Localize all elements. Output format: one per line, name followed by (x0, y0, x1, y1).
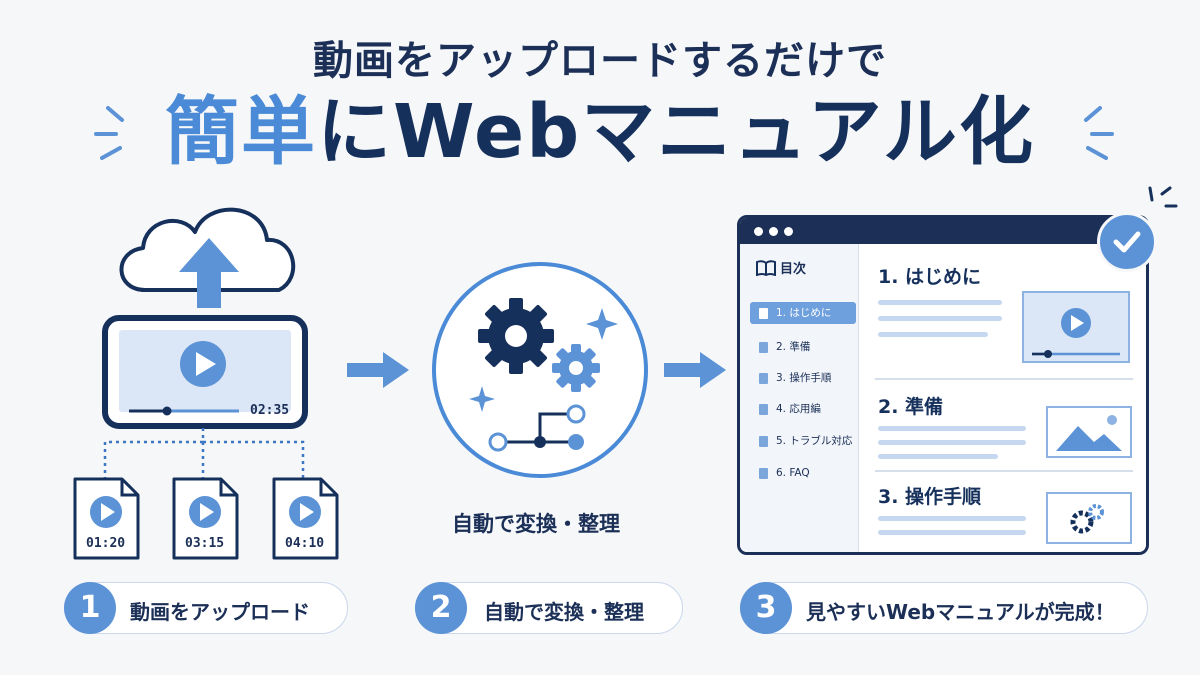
arrow-right-icon-1 (347, 352, 409, 388)
toc-item-trouble[interactable]: 5. トラブル対応 (750, 430, 856, 452)
step-3-label: 見やすいWebマニュアルが完成！ (806, 600, 1115, 624)
process-caption: 自動で変換・整理 (452, 512, 620, 536)
step-2-label: 自動で変換・整理 (484, 600, 644, 624)
step-1-number: 1 (64, 582, 116, 634)
toc-item-steps[interactable]: 3. 操作手順 (750, 367, 856, 389)
section-title-3: 3. 操作手順 (878, 486, 982, 508)
gear-small-icon (552, 344, 600, 392)
toc-sidebar (740, 244, 859, 552)
gear-large-icon (478, 298, 554, 374)
video-thumbnail[interactable] (1022, 291, 1132, 365)
text-line (878, 332, 988, 337)
step-2-number: 2 (415, 582, 467, 634)
process-illustration (432, 262, 648, 478)
step-3-pill (740, 582, 1148, 634)
browser-window: 目次 1. はじめに 2. 準備 3. 操作手順 4. 応用編 5. トラブル対… (737, 215, 1149, 555)
upload-arrow-icon (179, 238, 239, 308)
window-dot (784, 227, 793, 236)
section-title-1: 1. はじめに (878, 266, 982, 288)
step-1-label: 動画をアップロード (130, 600, 310, 624)
image-placeholder-icon (1046, 406, 1132, 458)
file-time-1: 01:20 (86, 536, 126, 551)
window-dot (754, 227, 763, 236)
headline: 簡単にWebマニュアル化 (0, 88, 1200, 177)
toc-item-faq[interactable]: 6. FAQ (750, 462, 856, 484)
left-sparkle-icon (94, 106, 124, 160)
browser-title-bar (740, 218, 1146, 244)
text-line (878, 316, 1002, 321)
video-file-icon-1 (73, 477, 140, 560)
video-file-icon-2 (172, 477, 239, 560)
right-sparkle-icon (1084, 106, 1114, 160)
headline-rest: にWebマニュアル化 (317, 89, 1035, 175)
window-dot (769, 227, 778, 236)
burst-lines-icon (1148, 186, 1178, 208)
text-line (878, 516, 1026, 521)
divider (875, 470, 1133, 472)
section-title-2: 2. 準備 (878, 396, 944, 418)
phone-time: 02:35 (250, 403, 290, 418)
subtitle: 動画をアップロードするだけで (313, 38, 887, 84)
text-line (878, 426, 1026, 431)
text-line (878, 440, 1026, 445)
toc-item-advanced[interactable]: 4. 応用編 (750, 398, 856, 420)
text-line (878, 530, 1026, 535)
sparkle-icon (469, 386, 495, 412)
text-line (878, 454, 998, 459)
gear-thumbnail-icon (1046, 492, 1132, 544)
file-time-3: 04:10 (285, 536, 325, 551)
sparkle-icon (586, 308, 618, 340)
toc-item-prep[interactable]: 2. 準備 (750, 336, 856, 358)
video-file-icon-3 (272, 477, 339, 560)
book-icon (756, 260, 776, 276)
upload-illustration (102, 207, 308, 482)
headline-accent: 簡単 (165, 89, 318, 175)
toc-item-intro[interactable]: 1. はじめに (750, 302, 856, 324)
file-time-2: 03:15 (185, 536, 225, 551)
toc-title: 目次 (780, 262, 807, 277)
step-3-number: 3 (740, 582, 792, 634)
check-badge-icon (1097, 212, 1157, 272)
divider (875, 378, 1133, 380)
connector-lines (103, 428, 305, 482)
arrow-right-icon-2 (664, 352, 726, 388)
text-line (878, 300, 1002, 305)
flow-diagram-icon (488, 404, 586, 452)
